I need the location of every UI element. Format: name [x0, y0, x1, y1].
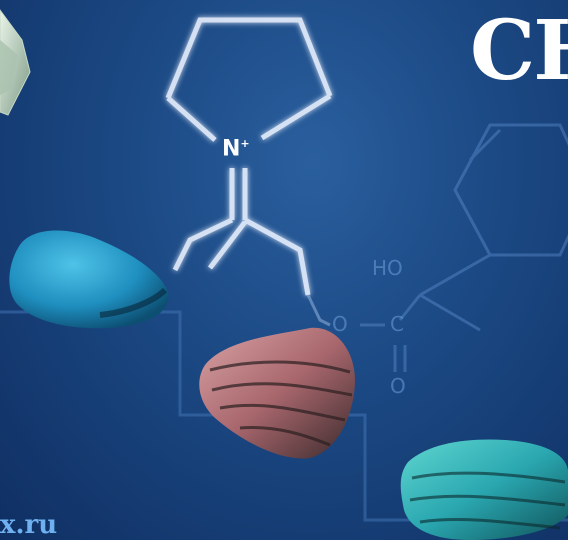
- turquoise-stone: [9, 230, 169, 329]
- ester-oxygen-label: O: [332, 312, 348, 336]
- faint-molecule: [360, 123, 568, 372]
- carbon-label: C: [390, 312, 404, 336]
- site-text: x.ru: [0, 510, 58, 540]
- nitrogen-label: N+: [222, 138, 250, 160]
- hydroxyl-label: HO: [372, 256, 403, 280]
- charge-symbol: +: [240, 137, 250, 150]
- crystal-gem: [0, 9, 31, 116]
- carbonyl-oxygen-label: O: [390, 374, 406, 398]
- chrysocolla-stone: [400, 439, 568, 540]
- nitrogen-symbol: N: [222, 136, 241, 162]
- rhodonite-stone: [199, 327, 355, 459]
- tropane-skeleton: [165, 17, 333, 296]
- title-text: CH: [470, 3, 568, 99]
- tropane-fade: [306, 294, 331, 327]
